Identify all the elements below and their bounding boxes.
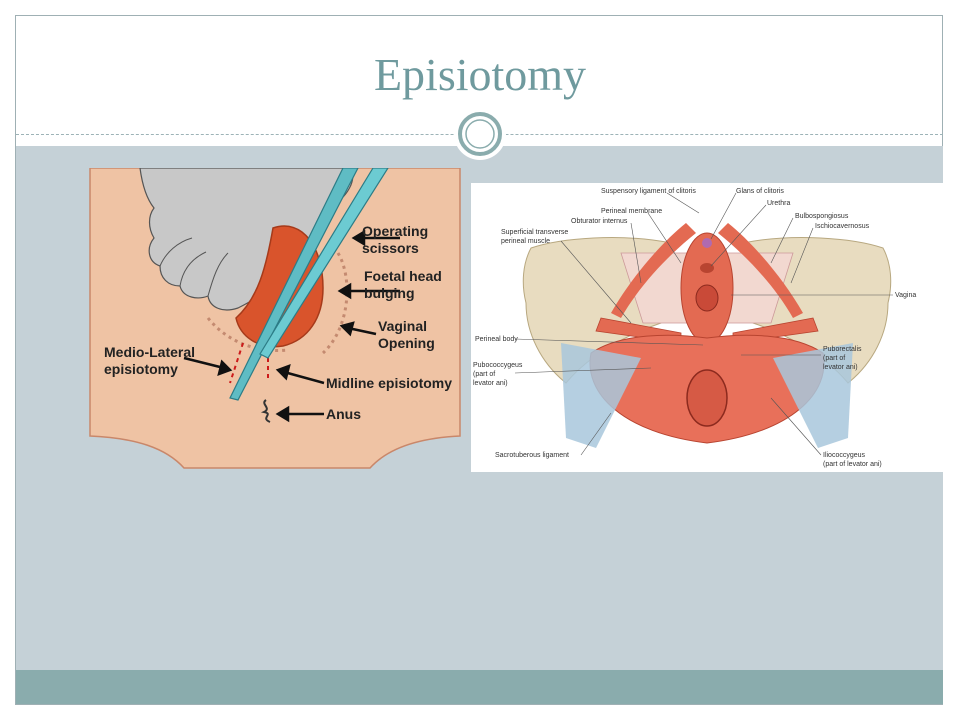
- label-perineal-body: Perineal body: [475, 336, 518, 343]
- label-bulbospongiosus: Bulbospongiosus: [795, 213, 849, 220]
- label-suspensory-ligament: Suspensory ligament of clitoris: [601, 188, 696, 195]
- label-ischiocavernosus: Ischiocavernosus: [815, 223, 870, 230]
- circle-ornament-icon: [454, 108, 506, 160]
- label-operating-scissors-2: scissors: [362, 240, 419, 256]
- label-iliococcygeus-1: Iliococcygeus: [823, 452, 866, 459]
- label-obturator-internus: Obturator internus: [571, 218, 628, 225]
- label-anus: Anus: [326, 406, 361, 422]
- vagina-opening: [695, 284, 719, 312]
- ischiocavernosus-right: [718, 223, 803, 318]
- label-puborectalis-1: Puborectalis: [823, 346, 862, 353]
- label-puborectalis-2: (part of: [823, 355, 845, 362]
- label-medio-lateral-1: Medio-Lateral: [104, 344, 195, 360]
- label-foetal-head-2: bulging: [364, 285, 415, 301]
- label-vaginal-opening-1: Vaginal: [378, 318, 427, 334]
- label-vagina: Vagina: [895, 292, 916, 299]
- label-urethra: Urethra: [767, 200, 790, 207]
- label-pubococcygeus-1: Pubococcygeus: [473, 362, 523, 369]
- pelvic-floor-anatomy: Suspensory ligament of clitoris Glans of…: [471, 183, 943, 472]
- anus-symbol: [260, 399, 271, 423]
- label-midline-episiotomy: Midline episiotomy: [326, 375, 452, 391]
- urethra-opening: [700, 263, 714, 273]
- label-sacrotuberous-ligament: Sacrotuberous ligament: [495, 452, 569, 459]
- operating-scissors: [229, 168, 389, 401]
- anal-opening: [686, 369, 728, 427]
- ischiocavernosus-left: [611, 223, 696, 318]
- vaginal-opening-outline: [321, 252, 349, 355]
- slide-title: Episiotomy: [373, 49, 587, 100]
- label-puborectalis-3: levator ani): [823, 364, 858, 371]
- label-perineal-membrane: Perineal membrane: [601, 208, 662, 215]
- label-glans-clitoris: Glans of clitoris: [736, 188, 784, 195]
- label-foetal-head-1: Foetal head: [364, 268, 442, 284]
- label-superficial-transverse-1: Superficial transverse: [501, 229, 568, 236]
- label-iliococcygeus-2: (part of levator ani): [823, 461, 882, 468]
- label-medio-lateral-2: episiotomy: [104, 361, 178, 377]
- footer-bar: [16, 670, 943, 704]
- label-pubococcygeus-2: (part of: [473, 371, 495, 378]
- glans-clitoris: [702, 238, 712, 248]
- episiotomy-illustration: Operating scissors Foetal head bulging V…: [89, 168, 461, 469]
- label-superficial-transverse-2: perineal muscle: [501, 238, 550, 245]
- label-operating-scissors-1: Operating: [362, 223, 428, 239]
- sacrotuberous-ligament-right: [773, 343, 853, 448]
- label-pubococcygeus-3: levator ani): [473, 380, 508, 387]
- medio-lateral-incision: [229, 342, 244, 384]
- label-arrows: [183, 229, 400, 423]
- label-vaginal-opening-2: Opening: [378, 335, 435, 351]
